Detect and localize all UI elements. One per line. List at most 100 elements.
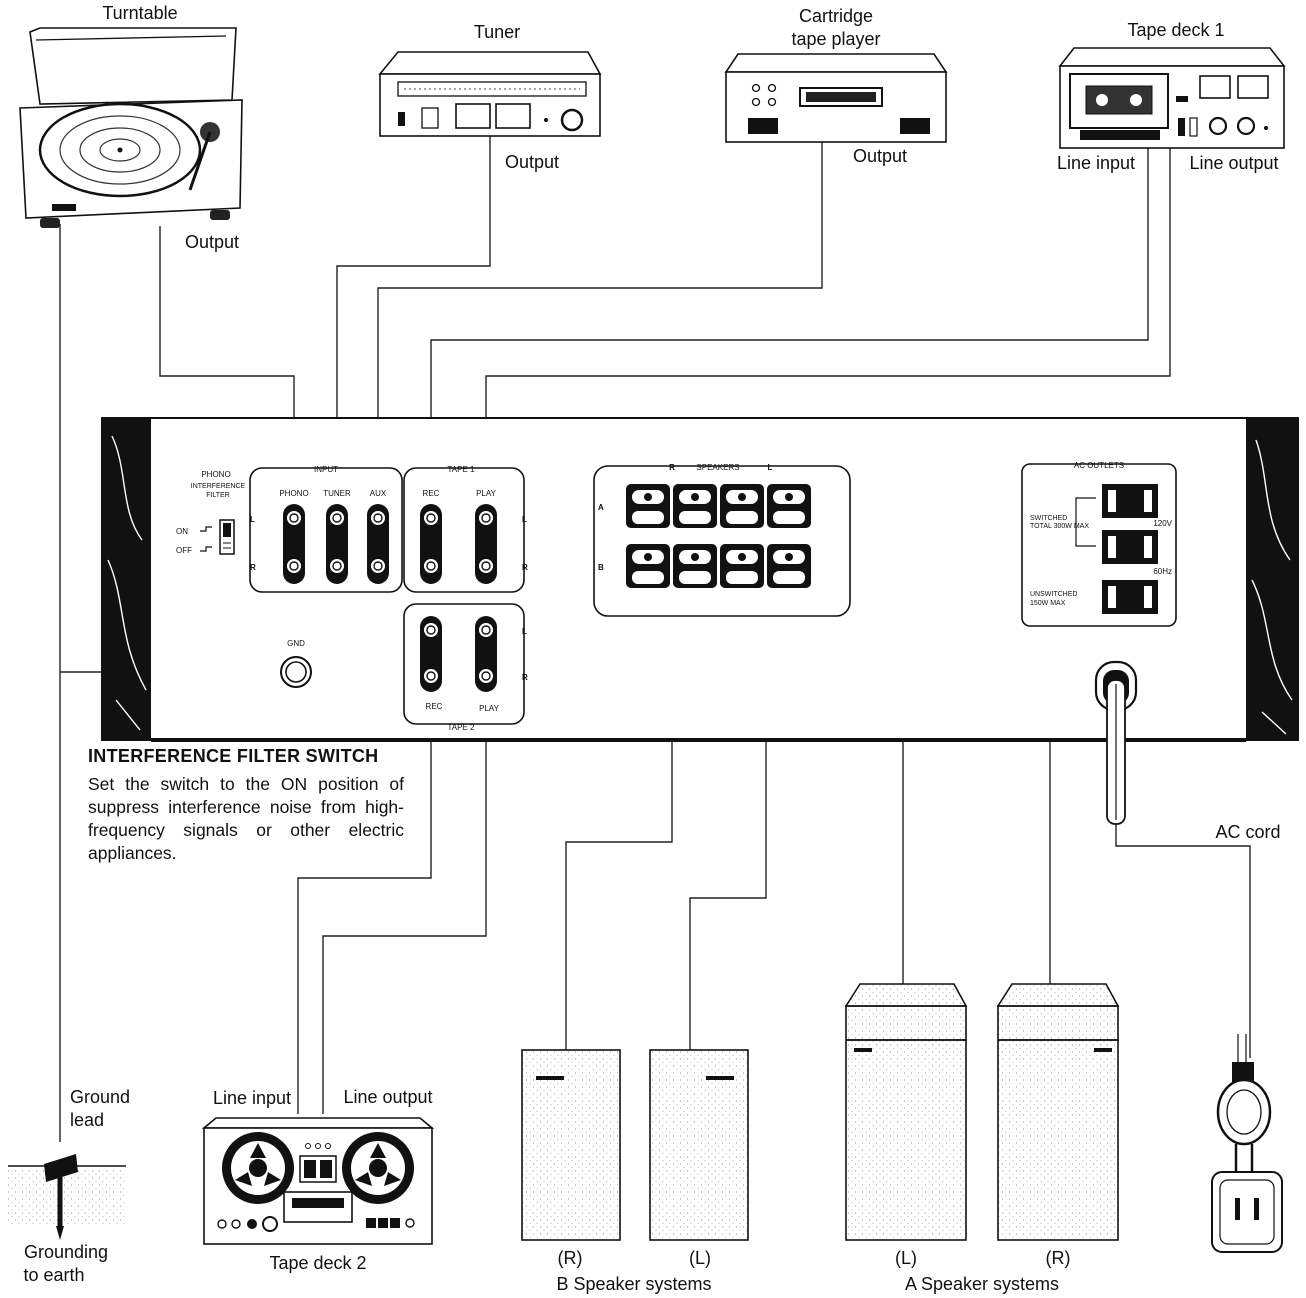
tuner-output-label: Output <box>505 152 559 172</box>
phono-filter-off-label: OFF <box>176 546 192 555</box>
ac-unswitched-label-1: UNSWITCHED <box>1030 591 1077 598</box>
wire-tape2-line-input <box>297 672 432 1114</box>
ac-cord-strain-relief <box>1094 660 1138 825</box>
tape-deck-1-line-input-label: Line input <box>1057 153 1135 173</box>
tape2-channel-l: L <box>522 627 527 636</box>
interference-filter-text: Set the switch to the ON position of sup… <box>88 774 404 863</box>
tape2-play-label: PLAY <box>479 704 500 713</box>
speakers-l-label: L <box>768 463 773 472</box>
tape2-rec-label: REC <box>426 702 443 711</box>
interference-filter-note: INTERFERENCE FILTER SWITCH Set the switc… <box>88 746 404 865</box>
jack-tuner[interactable] <box>326 504 348 584</box>
tape-deck-1-meter-2 <box>1237 75 1269 99</box>
turntable-dust-cover <box>29 27 237 105</box>
tape2-group-title: TAPE 2 <box>448 723 476 732</box>
input-group-title: INPUT <box>314 465 338 474</box>
ac-outlet-unswitched[interactable] <box>1102 580 1158 614</box>
gnd-terminal[interactable] <box>280 656 312 688</box>
jack-phono[interactable] <box>283 504 305 584</box>
speaker-terminals-a[interactable] <box>626 484 811 528</box>
interference-filter-heading: INTERFERENCE FILTER SWITCH <box>88 746 379 766</box>
tape1-rec-label: REC <box>423 489 440 498</box>
tape-deck-1-top <box>1058 47 1286 67</box>
tape-deck-1-line-output-label: Line output <box>1189 153 1278 173</box>
jack-tape1-rec[interactable] <box>420 504 442 584</box>
speaker-a-right-label: (R) <box>1046 1248 1071 1268</box>
grounding-label-2: to earth <box>23 1265 84 1285</box>
speaker-b-right <box>521 1049 621 1241</box>
ac-outlet-switched-1[interactable] <box>1102 484 1158 518</box>
ac-frequency-label: 60Hz <box>1153 567 1172 576</box>
ac-outlets-box <box>1021 463 1177 627</box>
tape2-channel-r: R <box>522 673 528 682</box>
tuner-meter-2 <box>495 103 531 129</box>
wire-tuner-tuner-input <box>336 136 491 516</box>
phono-filter-label-3: FILTER <box>206 492 230 499</box>
input-channel-l: L <box>250 515 255 524</box>
jack-tape1-play[interactable] <box>475 504 497 584</box>
speaker-b-right-label: (R) <box>558 1248 583 1268</box>
tuner-label: Tuner <box>474 22 520 42</box>
tape-deck-1-meter-1 <box>1199 75 1231 99</box>
cartridge-player-top <box>724 53 948 73</box>
speakers-r-label: R <box>669 463 675 472</box>
wire-speaker-b-left-run <box>689 642 767 1050</box>
speaker-a-systems-label: A Speaker systems <box>905 1274 1059 1294</box>
tape1-channel-l: L <box>522 515 527 524</box>
ac-unswitched-label-2: 150W MAX <box>1030 600 1066 607</box>
speaker-b-left <box>649 1049 749 1241</box>
input-group-box <box>249 467 403 593</box>
tape-deck-2-left-reel <box>222 1132 294 1204</box>
tuner-input-label: TUNER <box>323 489 351 498</box>
phono-filter-label-1: PHONO <box>201 470 230 479</box>
speakers-label: SPEAKERS <box>696 463 739 472</box>
tape-deck-1-knob-2 <box>1236 116 1256 136</box>
tonearm <box>188 131 212 191</box>
speaker-terminals-b[interactable] <box>626 544 811 588</box>
cartridge-output-label: Output <box>853 146 907 166</box>
ac-switched-label-1: SWITCHED <box>1030 515 1067 522</box>
tape-deck-1 <box>1058 47 1286 149</box>
tape1-channel-r: R <box>522 563 528 572</box>
wire-tape2-line-output <box>322 672 487 1114</box>
amplifier-right-side-panel <box>1246 419 1297 739</box>
grounding-label-1: Grounding <box>24 1242 108 1262</box>
aux-input-label: AUX <box>370 489 387 498</box>
cartridge-button-right <box>900 118 930 134</box>
speakers-b-label: B <box>598 563 604 572</box>
tuner-meter-1 <box>455 103 491 129</box>
tape1-group-title: TAPE 1 <box>448 465 476 474</box>
turntable-output-label: Output <box>185 232 239 252</box>
wire-cartridge-aux <box>377 142 823 516</box>
ac-outlets-label: AC OUTLETS <box>1074 461 1124 470</box>
tape-deck-2-right-reel <box>342 1132 414 1204</box>
speaker-a-left-label: (L) <box>895 1248 917 1268</box>
jack-tape2-rec[interactable] <box>420 616 442 692</box>
tuner-top <box>378 51 602 75</box>
ac-voltage-label: 120V <box>1153 519 1172 528</box>
tape-deck-2-top <box>201 1117 435 1129</box>
tape-deck-1-knob-1 <box>1208 116 1228 136</box>
cartridge-button-left <box>748 118 778 134</box>
wire-ac-cord <box>1115 824 1251 1058</box>
tuner-knob <box>560 108 584 132</box>
ac-outlet-switched-2[interactable] <box>1102 530 1158 564</box>
input-channel-r: R <box>250 563 256 572</box>
jack-tape2-play[interactable] <box>475 616 497 692</box>
phono-interference-filter <box>200 519 235 555</box>
phono-filter-label-2: INTERFERENCE <box>191 483 246 490</box>
jack-aux[interactable] <box>367 504 389 584</box>
ac-switched-label-2: TOTAL 300W MAX <box>1030 523 1089 530</box>
tape1-group-box <box>403 467 525 593</box>
speaker-b-systems-label: B Speaker systems <box>556 1274 711 1294</box>
ground-lead-label-2: lead <box>70 1110 104 1130</box>
speaker-b-left-label: (L) <box>689 1248 711 1268</box>
ground-lead-label-1: Ground <box>70 1087 130 1107</box>
phono-filter-on-label: ON <box>176 527 188 536</box>
phono-input-label: PHONO <box>279 489 308 498</box>
speaker-a-left <box>844 983 968 1241</box>
tape-deck-2-label: Tape deck 2 <box>269 1253 366 1273</box>
amplifier-left-side-panel <box>103 419 151 739</box>
speakers-a-label: A <box>598 503 604 512</box>
